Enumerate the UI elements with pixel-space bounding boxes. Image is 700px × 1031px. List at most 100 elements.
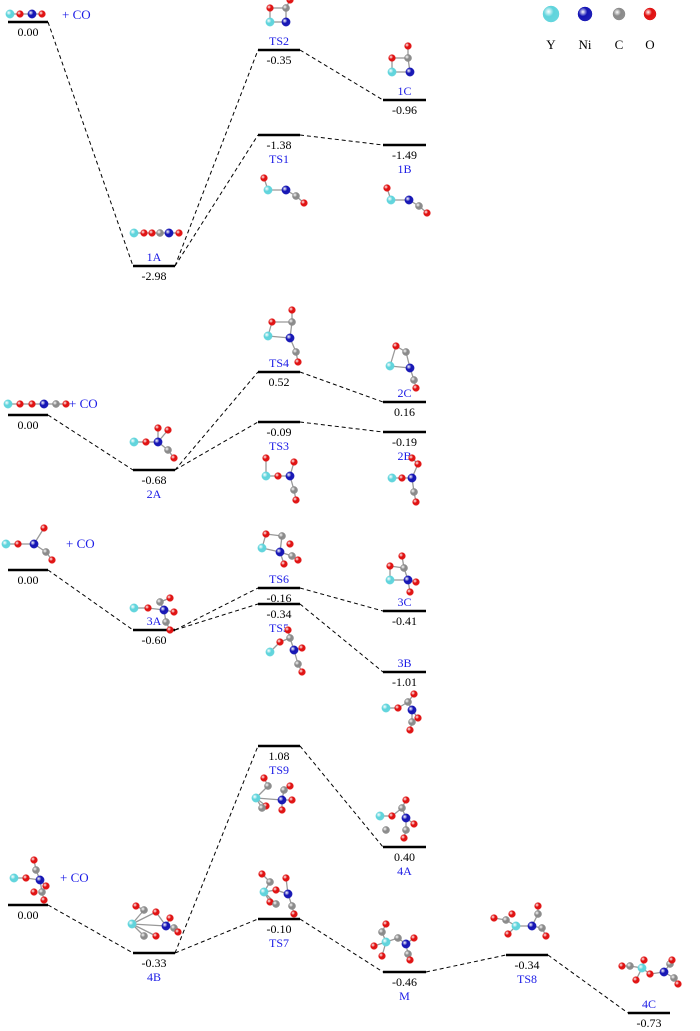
atom-c: [288, 902, 296, 910]
species-label-p2-2B: 2B: [397, 449, 411, 463]
energy-label-p3-r: 0.00: [18, 573, 39, 587]
atom-c: [52, 400, 60, 408]
atom-y: [259, 887, 269, 897]
energy-label-p1-1C: -0.96: [392, 103, 417, 117]
connector-p4-TS8-p4-4C: [547, 954, 629, 1014]
energy-label-p4-4A: 0.40: [394, 850, 415, 864]
atom-y: [261, 471, 271, 481]
molecule-4B: [127, 902, 182, 940]
atom-o: [16, 10, 24, 18]
species-label-p3-3C: 3C: [397, 595, 411, 609]
atom-y: [385, 361, 395, 371]
atom-o: [166, 626, 174, 634]
atom-c: [156, 229, 164, 237]
connector-p4-4B-p4-TS9: [174, 745, 259, 954]
molecule-reactant-1: [5, 9, 46, 19]
atom-o: [392, 342, 400, 350]
atom-o: [166, 914, 174, 922]
energy-label-p1-TS1: -1.38: [267, 138, 292, 152]
energy-label-p3-TS6: -0.16: [267, 591, 292, 605]
molecule-1C: [387, 42, 415, 77]
molecule-reactant-2: [3, 399, 70, 409]
atom-o: [618, 962, 626, 970]
species-label-p4-TS7: TS7: [269, 936, 289, 950]
species-label-p4-M: M: [399, 989, 410, 1003]
atom-o: [292, 496, 300, 504]
molecule-reactant-3: [1, 524, 56, 564]
atom-c: [140, 932, 148, 940]
atom-ni: [277, 795, 287, 805]
species-label-p3-3A: 3A: [147, 614, 162, 628]
atom-y: [257, 543, 267, 553]
atom-o: [290, 910, 298, 918]
molecule-TS5: [265, 626, 306, 676]
species-label-p4-4B: 4B: [147, 970, 161, 984]
atom-o: [30, 888, 38, 896]
atom-y: [1, 539, 11, 549]
atom-ni: [285, 471, 295, 481]
atom-o: [504, 930, 512, 938]
atom-c: [266, 878, 274, 886]
atom-o: [383, 184, 391, 192]
energy-label-p1-1B: -1.49: [392, 148, 417, 162]
atom-o: [288, 306, 296, 314]
atom-o: [148, 229, 156, 237]
species-label-p4-TS9: TS9: [269, 763, 289, 777]
atom-y: [265, 647, 275, 657]
molecule-TS6: [257, 530, 302, 568]
molecule-2A: [129, 424, 178, 462]
atom-y: [263, 331, 273, 341]
atom-o: [294, 556, 302, 564]
molecule-TS2: [265, 0, 294, 27]
connector-p4-TS7-p4-M: [299, 918, 384, 973]
atom-o: [298, 668, 306, 676]
atom-c: [402, 348, 410, 356]
atom-y: [5, 9, 15, 19]
connector-p3-r-p3-3A: [47, 569, 134, 631]
atom-o: [370, 942, 378, 950]
energy-label-p2-2B: -0.19: [392, 435, 417, 449]
atom-ni: [401, 813, 411, 823]
legend-label-o: O: [645, 37, 654, 52]
atom-o: [170, 454, 178, 462]
atom-y: [129, 603, 139, 613]
legend-label-ni: Ni: [579, 37, 592, 52]
atom-y: [387, 473, 397, 483]
atom-c: [292, 348, 300, 356]
atom-o: [294, 358, 302, 366]
molecule-M: [370, 920, 418, 964]
atom-y: [129, 228, 139, 238]
atom-ni: [39, 399, 49, 409]
atom-c: [286, 634, 294, 642]
atom-o: [14, 540, 22, 548]
legend-sphere-ni: [577, 6, 593, 22]
atom-ni: [289, 645, 299, 655]
atom-y: [386, 195, 396, 205]
atom-o: [386, 562, 394, 570]
energy-label-p4-TS9: 1.08: [269, 749, 290, 763]
energy-label-p4-r: 0.00: [18, 908, 39, 922]
atom-y: [381, 937, 391, 947]
molecule-1B: [383, 184, 431, 217]
atom-c: [408, 718, 416, 726]
atom-ni: [527, 921, 537, 931]
atom-ni: [281, 185, 291, 195]
atom-o: [406, 956, 414, 964]
molecule-3B: [381, 690, 422, 734]
connector-p4-TS9-p4-4A: [299, 745, 384, 848]
energy-label-p3-TS5: -0.34: [267, 607, 292, 621]
atom-c: [398, 804, 406, 812]
atom-o: [40, 896, 48, 904]
atom-o: [410, 820, 418, 828]
atom-o: [278, 806, 286, 814]
connector-p2-r-p2-2A: [47, 414, 134, 471]
connector-p3-3A-p3-TS5: [174, 603, 259, 631]
atom-o: [30, 856, 38, 864]
atom-o: [282, 874, 290, 882]
atom-o: [534, 902, 542, 910]
atom-c: [404, 698, 412, 706]
connector-p3-TS6-p3-3C: [299, 587, 384, 612]
atom-c: [292, 192, 300, 200]
atom-o: [412, 578, 420, 586]
plus-co-label-2: + CO: [69, 396, 98, 411]
